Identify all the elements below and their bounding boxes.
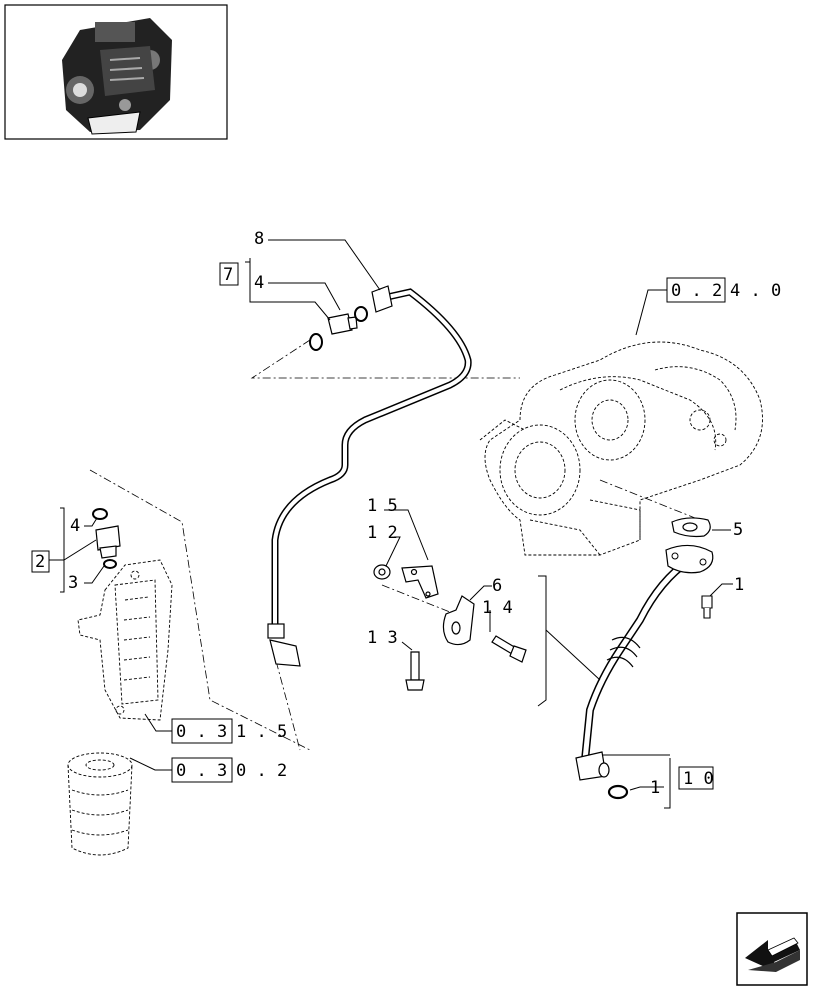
callout-14: 1 4 [482,598,513,618]
next-page-button[interactable] [736,912,808,986]
callout-1: 1 [734,575,744,595]
assembly-axis-lines [89,339,701,751]
ref-oil-filter[interactable]: 0 . 3 0 . 2 [171,757,287,783]
ref-oil-filter-boxed: 0 . 3 [176,761,227,781]
ref-box-10[interactable]: 1 0 [678,766,714,790]
callout-1-bottom: 1 [650,778,660,798]
screw[interactable] [405,651,425,691]
callout-13: 1 3 [367,628,398,648]
callout-6: 6 [492,576,502,596]
o-ring[interactable] [607,784,629,800]
callout-8: 8 [254,229,264,249]
callout-2: 2 [35,552,45,572]
ref-turbocharger[interactable]: 0 . 2 4 . 0 [666,277,781,303]
engine-thumbnail[interactable] [4,4,228,140]
oil-feed-pipe[interactable] [267,285,472,667]
callout-3: 3 [68,573,78,593]
ref-oil-filter-head[interactable]: 0 . 3 1 . 5 [171,718,287,744]
ref-turbocharger-boxed: 0 . 2 [671,281,722,301]
pipe-clamp[interactable] [442,595,475,646]
next-page-arrow-icon [745,937,800,972]
turbocharger[interactable] [479,341,763,556]
callout-15: 1 5 [367,496,398,516]
oil-return-pipe[interactable] [575,544,714,781]
oil-filter-head[interactable] [77,559,173,721]
bracket[interactable] [401,565,439,599]
screw[interactable] [491,635,527,663]
callout-4-left: 4 [70,516,80,536]
callout-10: 1 0 [683,769,714,789]
callouts: 8 4 7 4 3 2 1 5 1 2 6 1 4 1 3 5 1 1 1 0 [31,229,744,798]
callout-12: 1 2 [367,523,398,543]
callout-7: 7 [223,265,233,285]
engine-thumbnail-icon [62,18,172,135]
gasket[interactable] [671,517,711,538]
ref-oil-filter-head-boxed: 0 . 3 [176,722,227,742]
callout-5: 5 [733,520,743,540]
ref-oil-filter-rest: 0 . 2 [236,761,287,781]
ref-box-7[interactable]: 7 [219,262,239,286]
pressure-sender[interactable] [92,508,121,569]
leader-lines [49,239,733,809]
ref-oil-filter-head-rest: 1 . 5 [236,722,287,742]
callout-4: 4 [254,273,264,293]
union-fitting[interactable] [309,306,368,351]
ref-box-2[interactable]: 2 [31,550,50,573]
oil-filter[interactable] [67,752,133,856]
ref-turbocharger-rest: 4 . 0 [730,281,781,301]
spacer[interactable] [373,564,391,580]
screw[interactable] [701,595,713,619]
